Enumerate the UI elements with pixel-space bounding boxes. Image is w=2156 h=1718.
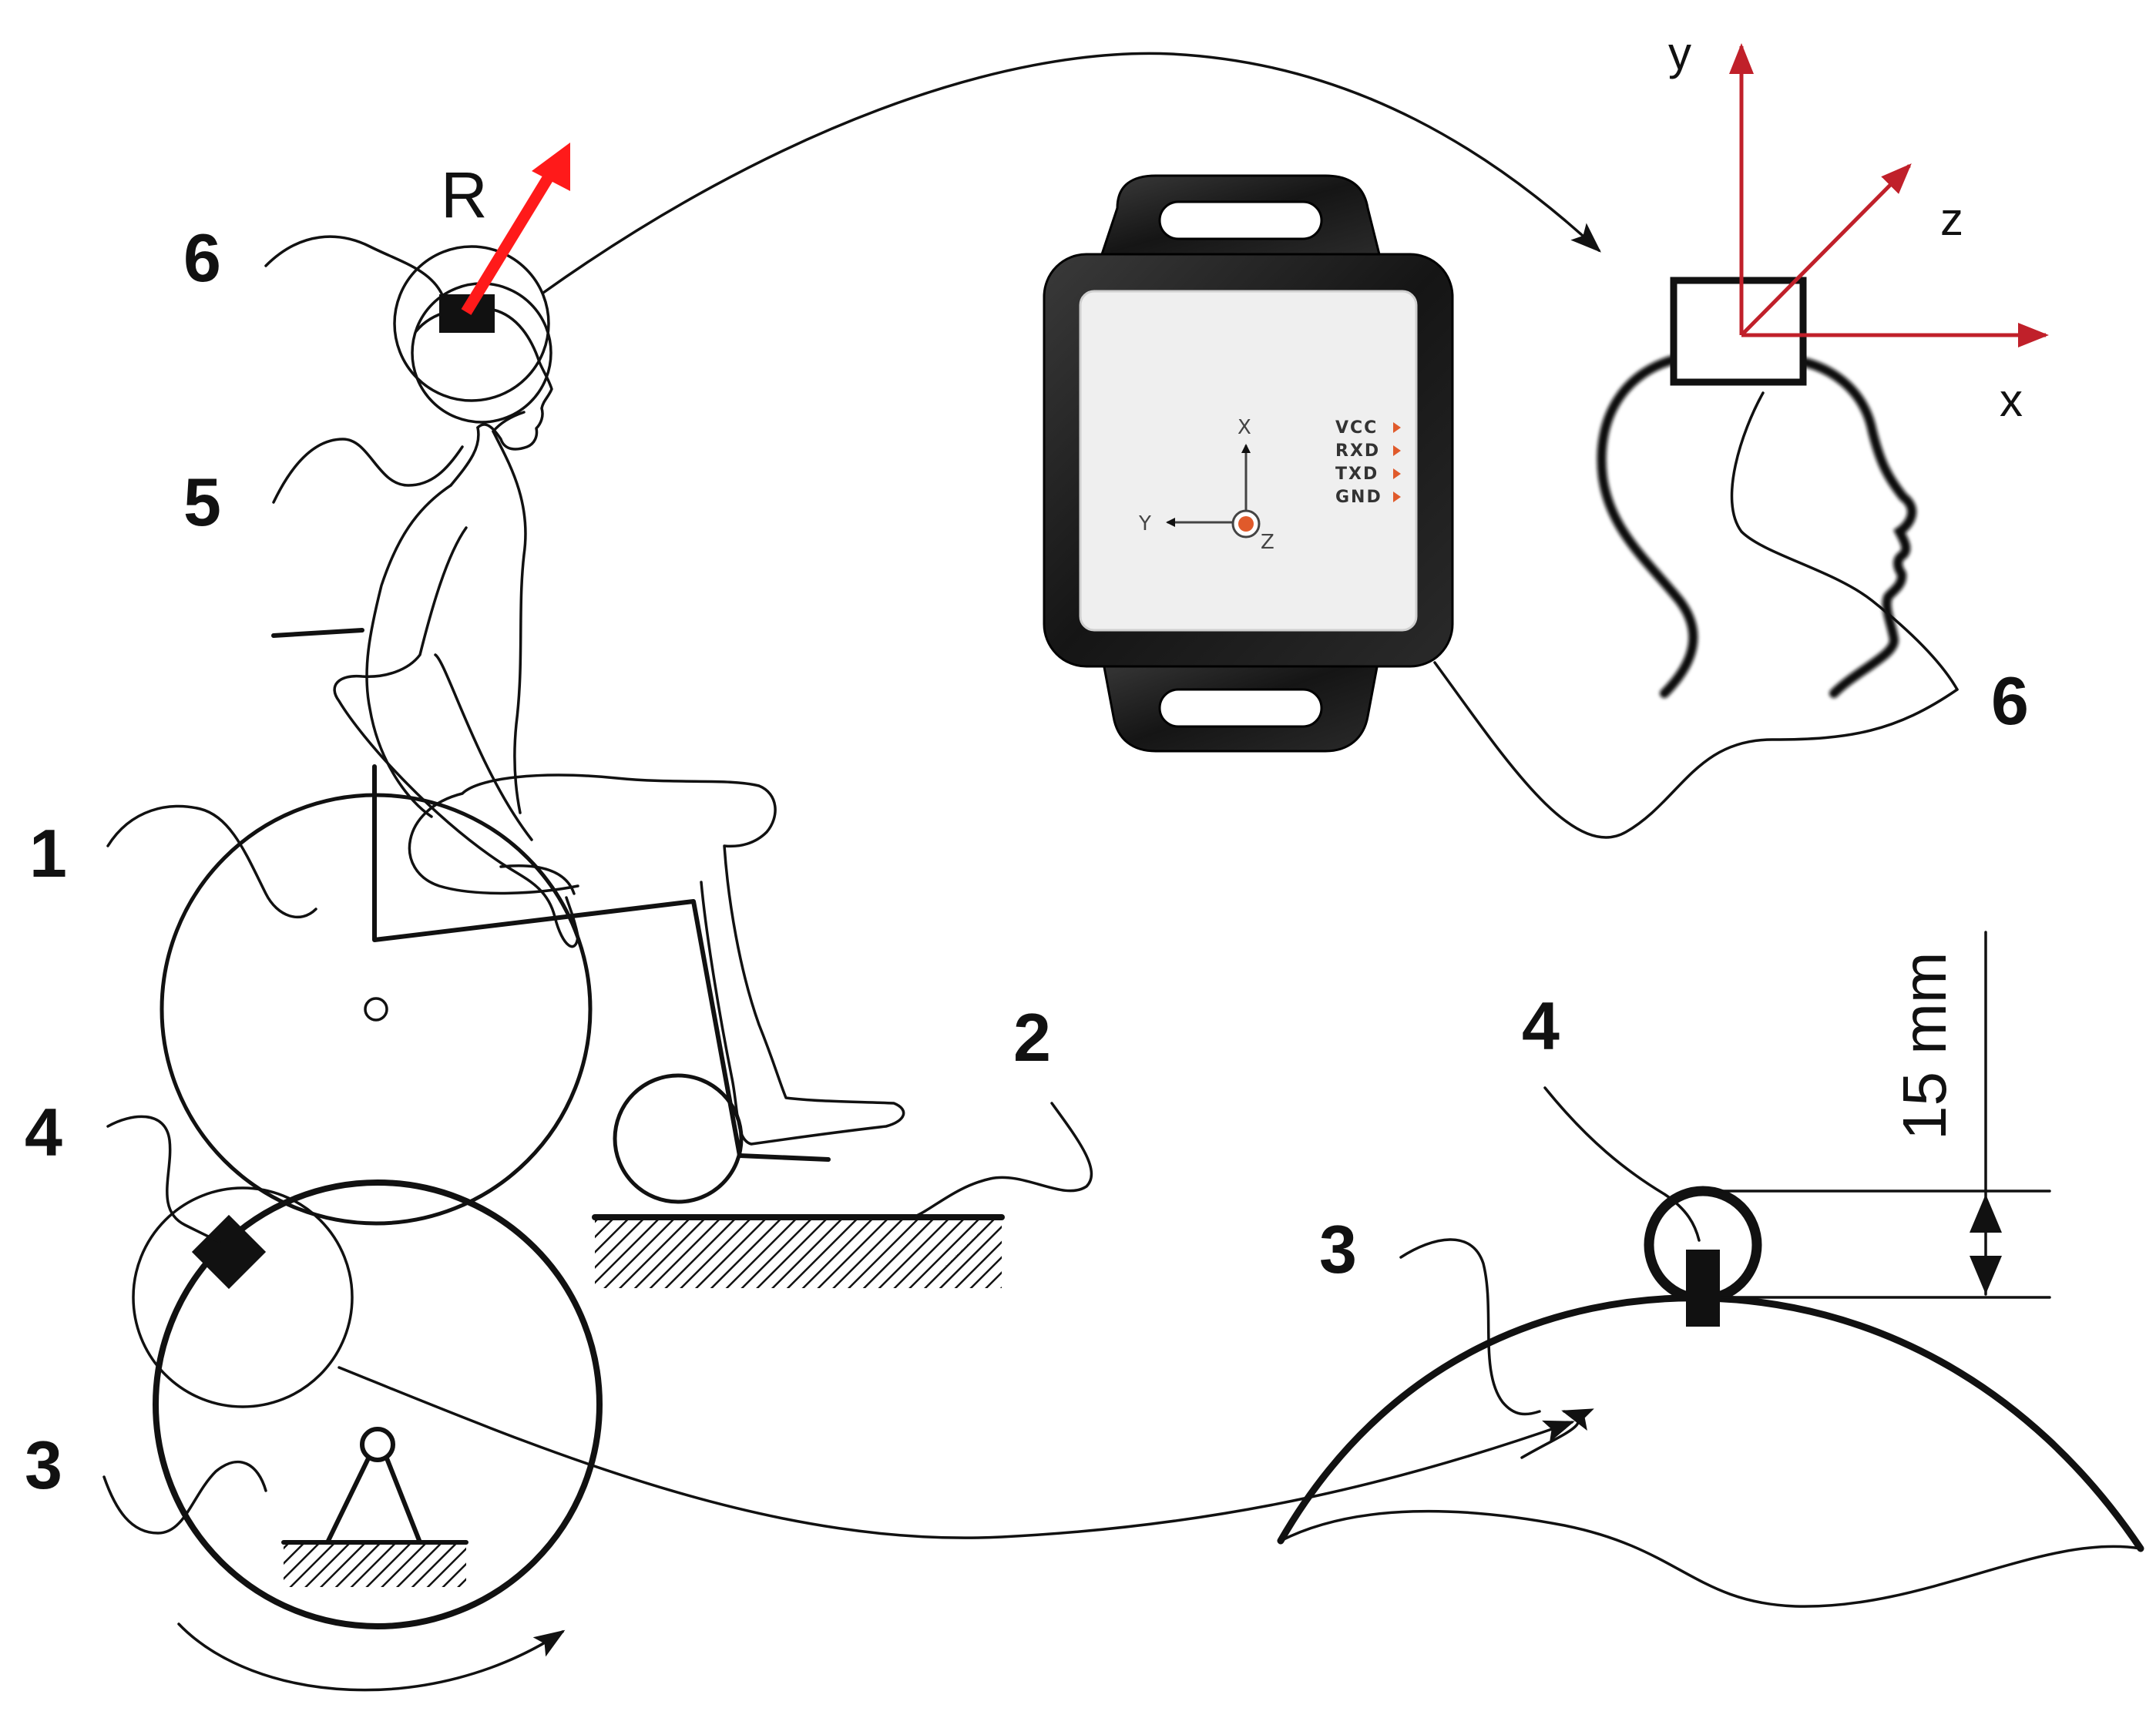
pivot-joint bbox=[360, 1427, 395, 1462]
connector-roller-to-detail bbox=[338, 1366, 1575, 1539]
leader-6 bbox=[264, 235, 445, 298]
label-3-right: 3 bbox=[1319, 1211, 1357, 1287]
person-neck bbox=[449, 411, 526, 487]
rotation-arrow-head bbox=[532, 143, 570, 191]
person-torso bbox=[365, 430, 527, 818]
wheelchair-handle bbox=[271, 628, 364, 638]
connector-head-profile-to-label6 bbox=[1730, 391, 1959, 691]
label-1: 1 bbox=[29, 815, 67, 891]
connectors bbox=[102, 52, 1959, 1539]
wheel-hub bbox=[364, 997, 388, 1022]
device-strap-slot-bottom bbox=[1158, 688, 1323, 728]
device-strap-slot-top bbox=[1158, 200, 1323, 240]
roller-rotation-arrow bbox=[177, 1622, 566, 1692]
number-labels: 6 5 1 4 3 2 4 3 6 bbox=[25, 220, 2029, 1503]
marker-post bbox=[1686, 1250, 1720, 1327]
label-6-left: 6 bbox=[183, 220, 221, 296]
device-face bbox=[1079, 290, 1418, 632]
roller-detail-circle bbox=[132, 1186, 354, 1408]
head-z-label: z bbox=[1940, 193, 1963, 245]
pin-label-txd: TXD bbox=[1335, 465, 1379, 484]
device-z-axis-dot bbox=[1238, 516, 1254, 532]
dim-arrow-up bbox=[1970, 1194, 2002, 1233]
label-4-left: 4 bbox=[25, 1094, 62, 1170]
device-y-label: Y bbox=[1138, 512, 1151, 535]
pin-marker-vcc bbox=[1393, 422, 1401, 433]
device-z-label: Z bbox=[1261, 531, 1274, 554]
head-x-label: x bbox=[2000, 374, 2023, 426]
leader-3-right bbox=[1399, 1238, 1541, 1416]
pivot-base bbox=[284, 1545, 466, 1587]
rotation-label: R bbox=[441, 159, 488, 231]
leader-5 bbox=[272, 438, 464, 504]
wheelchair-frame bbox=[372, 764, 831, 1162]
pin-marker-txd bbox=[1393, 468, 1401, 479]
head-z-axis bbox=[1740, 163, 1912, 337]
roller-detail: 15 mm bbox=[1277, 931, 2144, 1608]
roller-sensor bbox=[191, 1214, 267, 1290]
roller-section-edge bbox=[1279, 1509, 2142, 1608]
label-3-left: 3 bbox=[25, 1427, 62, 1503]
caster-wheel bbox=[613, 1073, 744, 1204]
dimension-label: 15 mm bbox=[1890, 952, 1959, 1141]
pin-label-gnd: GND bbox=[1335, 488, 1382, 507]
leader-2 bbox=[912, 1102, 1093, 1219]
imu-device: X Y Z VCC RXD TXD GND bbox=[1043, 174, 1454, 753]
ground-block bbox=[592, 1214, 1005, 1288]
rotation-arrow bbox=[461, 155, 566, 315]
head-profile: y x z bbox=[1597, 28, 2049, 698]
label-5: 5 bbox=[183, 464, 221, 540]
device-x-label: X bbox=[1238, 416, 1251, 439]
person-leg bbox=[408, 773, 905, 1146]
label-2: 2 bbox=[1013, 999, 1051, 1075]
dim-arrow-down bbox=[1970, 1256, 2002, 1294]
connector-head-to-profile bbox=[542, 52, 1601, 294]
leader-3-left bbox=[102, 1460, 267, 1535]
pin-label-vcc: VCC bbox=[1335, 418, 1378, 438]
head-sensor-box bbox=[1670, 277, 1807, 386]
label-6-right: 6 bbox=[1991, 663, 2029, 739]
leader-4-left bbox=[106, 1115, 221, 1243]
roller-drum bbox=[153, 1179, 603, 1629]
connector-device-to-label6 bbox=[1433, 661, 1959, 839]
person-arm bbox=[333, 526, 579, 948]
detail-pointer-arrow bbox=[1520, 1408, 1594, 1459]
leader-1 bbox=[106, 804, 317, 918]
pin-marker-rxd bbox=[1393, 445, 1401, 456]
head-detail-circle bbox=[393, 245, 550, 402]
head-y-label: y bbox=[1668, 28, 1691, 79]
pin-label-rxd: RXD bbox=[1335, 441, 1380, 461]
leader-4-right bbox=[1543, 1086, 1701, 1242]
wheelchair-figure: R bbox=[160, 143, 905, 1226]
roller-assembly bbox=[132, 1179, 603, 1692]
pivot-support bbox=[281, 1456, 468, 1545]
pin-marker-gnd bbox=[1393, 492, 1401, 502]
label-4-right: 4 bbox=[1522, 988, 1560, 1064]
head-silhouette bbox=[1597, 354, 1917, 698]
